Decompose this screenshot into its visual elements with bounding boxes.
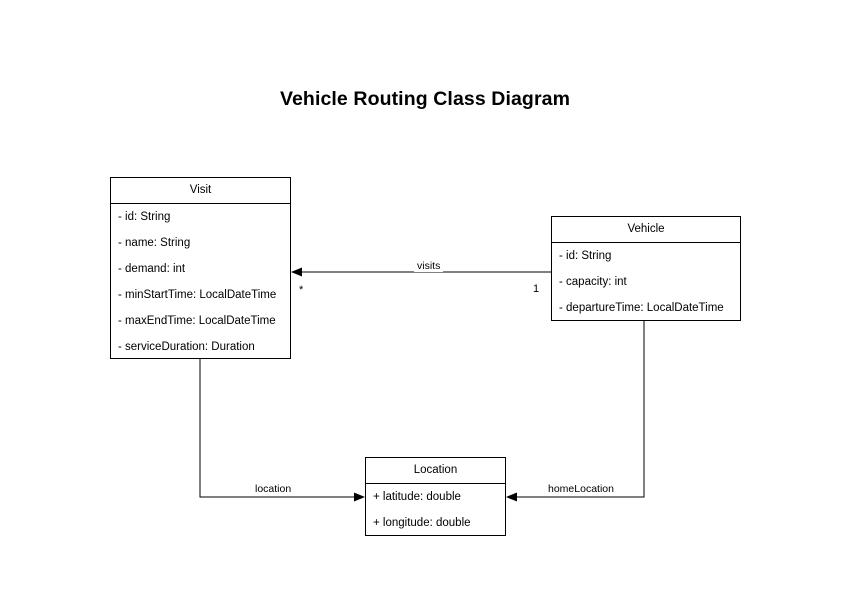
class-attribute: - demand: int — [118, 263, 186, 275]
class-attributes-visit: - id: String - name: String - demand: in… — [111, 204, 290, 360]
edge-label-visits: visits — [414, 260, 444, 272]
class-attribute: - id: String — [559, 250, 612, 262]
class-box-vehicle[interactable]: Vehicle - id: String - capacity: int - d… — [551, 216, 741, 321]
class-name-vehicle: Vehicle — [552, 217, 740, 243]
edge-location — [199, 359, 365, 502]
class-attributes-location: + latitude: double + longitude: double — [366, 484, 505, 536]
class-attribute: + longitude: double — [373, 517, 471, 529]
class-box-visit[interactable]: Visit - id: String - name: String - dema… — [110, 177, 291, 359]
edge-label-homelocation: homeLocation — [545, 483, 617, 495]
class-attributes-vehicle: - id: String - capacity: int - departure… — [552, 243, 740, 321]
class-attribute: - name: String — [118, 237, 191, 249]
multiplicity-visits-source: 1 — [533, 283, 540, 295]
page-title: Vehicle Routing Class Diagram — [279, 88, 571, 110]
class-attribute: - capacity: int — [559, 276, 627, 288]
class-attribute: - serviceDuration: Duration — [118, 341, 255, 353]
edge-label-location: location — [252, 483, 295, 495]
class-attribute: - departureTime: LocalDateTime — [559, 302, 724, 314]
class-name-location: Location — [366, 458, 505, 484]
class-name-visit: Visit — [111, 178, 290, 204]
class-attribute: - minStartTime: LocalDateTime — [118, 289, 277, 301]
edge-homelocation — [506, 321, 645, 502]
class-box-location[interactable]: Location + latitude: double + longitude:… — [365, 457, 506, 536]
arrowhead-homelocation — [506, 492, 517, 502]
class-attribute: - id: String — [118, 211, 171, 223]
arrowhead-visits — [291, 267, 302, 277]
multiplicity-visits-target: * — [299, 284, 304, 296]
edge-visits — [291, 267, 551, 277]
class-attribute: - maxEndTime: LocalDateTime — [118, 315, 276, 327]
arrowhead-location — [354, 492, 365, 502]
class-attribute: + latitude: double — [373, 491, 461, 503]
